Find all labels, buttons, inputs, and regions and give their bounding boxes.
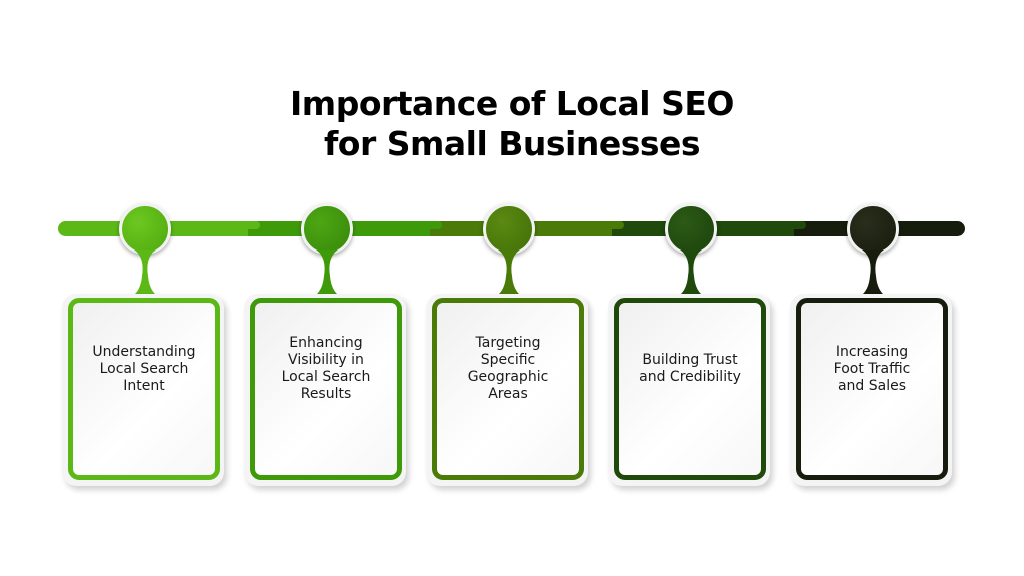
step-card: Understanding Local Search Intent xyxy=(68,298,220,480)
step-card: Increasing Foot Traffic and Sales xyxy=(796,298,948,480)
step-connector xyxy=(862,250,884,294)
step-connector xyxy=(134,250,156,294)
timeline-notch-2 xyxy=(406,221,442,229)
step-card: Building Trust and Credibility xyxy=(614,298,766,480)
diagram-title: Importance of Local SEO for Small Busine… xyxy=(0,84,1024,164)
step-marker-circle xyxy=(483,203,535,255)
title-line-2: for Small Businesses xyxy=(323,124,701,163)
step-label: Targeting Specific Geographic Areas xyxy=(467,335,549,402)
step-marker-circle xyxy=(847,203,899,255)
step-label: Understanding Local Search Intent xyxy=(92,343,196,394)
step-connector xyxy=(680,250,702,294)
step-marker-circle xyxy=(665,203,717,255)
step-connector xyxy=(498,250,520,294)
step-marker-circle xyxy=(301,203,353,255)
step-marker-circle xyxy=(119,203,171,255)
step-label: Increasing Foot Traffic and Sales xyxy=(833,343,911,394)
step-label: Building Trust and Credibility xyxy=(639,352,741,385)
title-line-1: Importance of Local SEO xyxy=(290,84,734,123)
timeline-notch-4 xyxy=(770,221,806,229)
step-card: Targeting Specific Geographic Areas xyxy=(432,298,584,480)
step-label: Enhancing Visibility in Local Search Res… xyxy=(281,335,371,402)
step-card: Enhancing Visibility in Local Search Res… xyxy=(250,298,402,480)
timeline-notch-3 xyxy=(588,221,624,229)
step-connector xyxy=(316,250,338,294)
timeline-notch-1 xyxy=(224,221,260,229)
